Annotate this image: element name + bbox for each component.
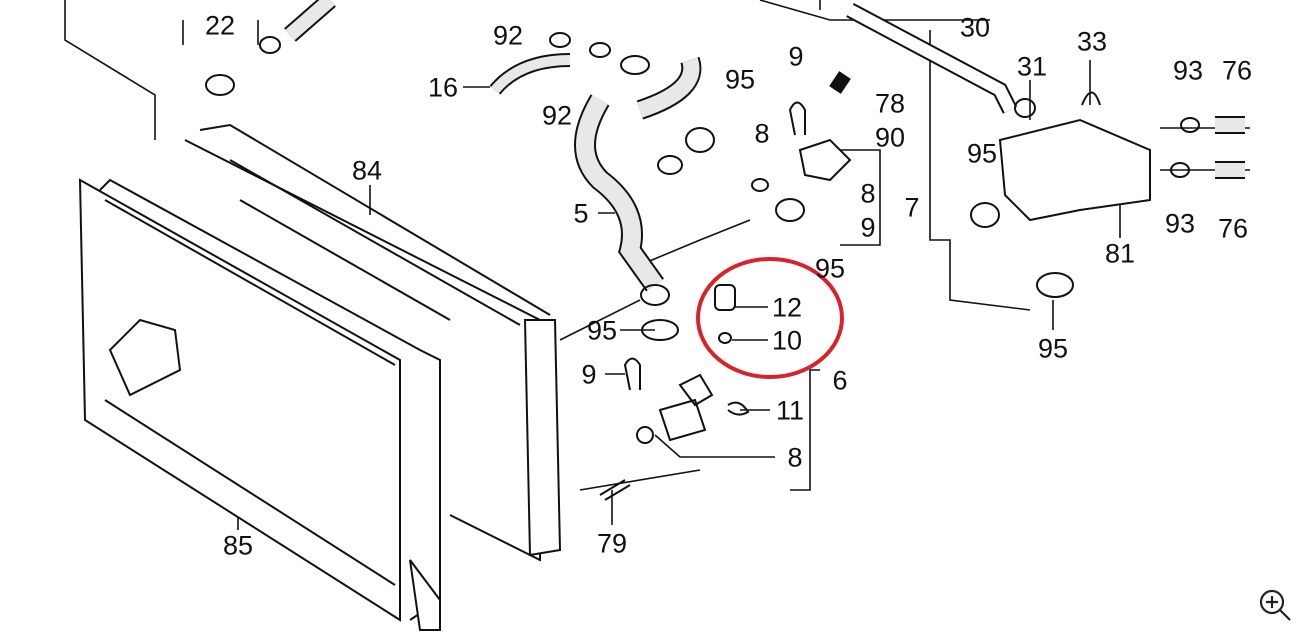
part-label: 9 <box>860 212 876 243</box>
part-label: 5 <box>573 198 589 229</box>
part-label: 12 <box>771 292 803 323</box>
part-label: 8 <box>787 442 803 473</box>
part-label: 85 <box>222 530 254 561</box>
part-label: 9 <box>788 41 804 72</box>
part-label: 7 <box>904 192 920 223</box>
part-label: 95 <box>586 315 618 346</box>
part-label: 95 <box>1037 333 1069 364</box>
part-label: 8 <box>860 178 876 209</box>
zoom-in-icon <box>1259 589 1291 621</box>
part-label: 76 <box>1221 55 1253 86</box>
part-label: 9 <box>581 359 597 390</box>
highlight-circle <box>696 257 844 379</box>
part-label: 81 <box>1104 238 1136 269</box>
part-label: 79 <box>596 528 628 559</box>
part-label: 10 <box>771 325 803 356</box>
radiator-84 <box>184 123 562 562</box>
part-label: 78 <box>874 88 906 119</box>
part-label: 11 <box>775 395 805 426</box>
part-label: 8 <box>754 118 770 149</box>
part-label: 76 <box>1217 213 1249 244</box>
part-label: 33 <box>1076 26 1108 57</box>
part-label: 95 <box>814 253 846 284</box>
part-label: 92 <box>492 20 524 51</box>
part-label: 22 <box>204 10 236 41</box>
radiator-85 <box>78 178 441 631</box>
part-label: 30 <box>959 12 991 43</box>
clamps <box>205 32 1200 501</box>
part-label: 92 <box>541 100 573 131</box>
part-label: 93 <box>1172 55 1204 86</box>
part-label: 31 <box>1016 51 1048 82</box>
part-label: 90 <box>874 122 906 153</box>
hoses <box>284 0 1245 292</box>
part-label: 93 <box>1164 208 1196 239</box>
part-label: 16 <box>427 72 459 103</box>
part-label: 6 <box>832 365 848 396</box>
part-label: 84 <box>351 155 383 186</box>
zoom-in-button[interactable] <box>1256 586 1294 624</box>
part-label: 95 <box>724 64 756 95</box>
part-label: 95 <box>966 138 998 169</box>
